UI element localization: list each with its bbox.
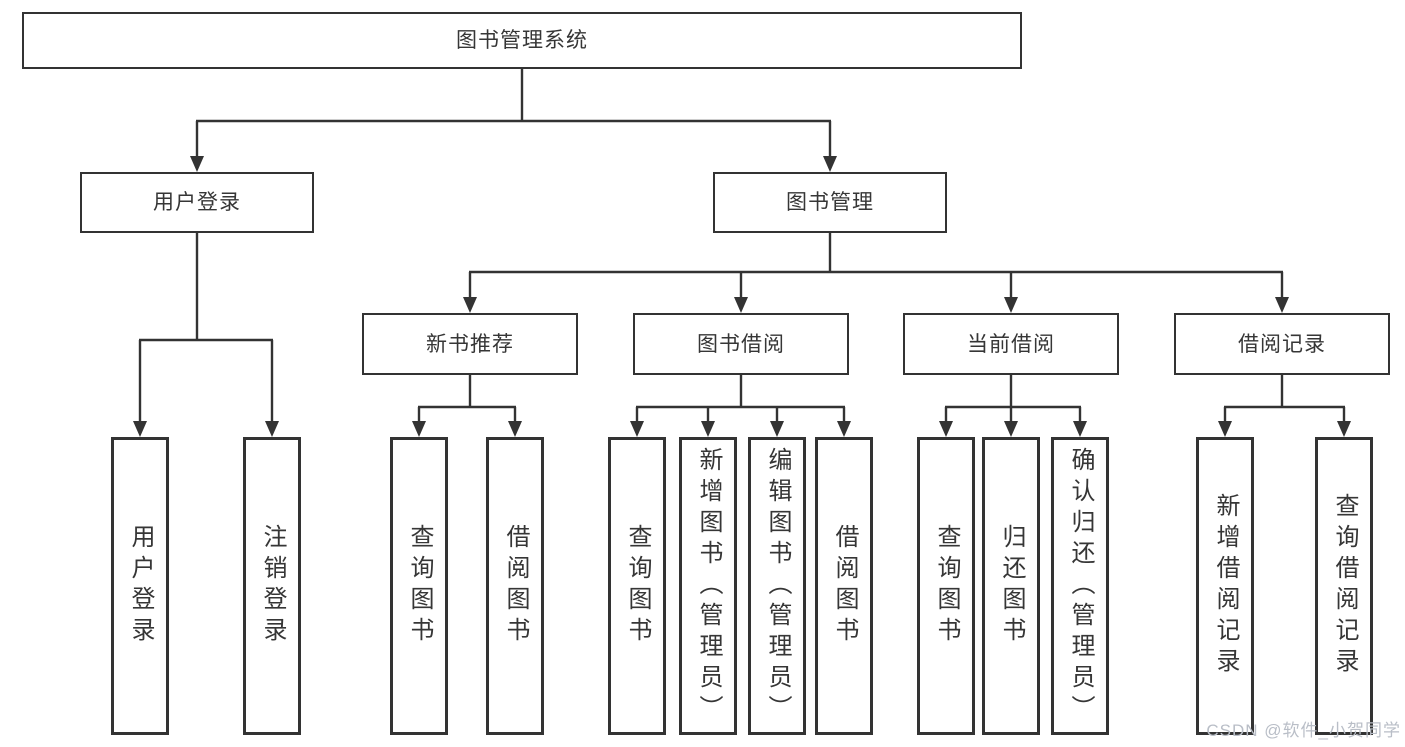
- leaf-borrow-books: 借阅图书: [815, 437, 873, 735]
- connector-root-branch: [190, 69, 837, 172]
- connector-new-book-recommend-branch: [412, 375, 522, 437]
- connector-book-management-branch: [463, 233, 1289, 313]
- leaf-confirm-return-admin: 确认归还（管理员）: [1051, 437, 1109, 735]
- node-borrow-records: 借阅记录: [1174, 313, 1390, 375]
- csdn-watermark: CSDN @软件_小贺同学: [1206, 721, 1401, 740]
- connector-borrow-records-branch: [1218, 375, 1351, 437]
- node-library-management-system: 图书管理系统: [22, 12, 1022, 69]
- leaf-query-borrow-record: 查询借阅记录: [1315, 437, 1373, 735]
- node-book-borrow: 图书借阅: [633, 313, 849, 375]
- node-book-management: 图书管理: [713, 172, 947, 233]
- leaf-user-login: 用户登录: [111, 437, 169, 735]
- node-user-login: 用户登录: [80, 172, 314, 233]
- connector-user-login-branch: [133, 233, 279, 437]
- connector-current-borrow-branch: [939, 375, 1087, 437]
- connector-book-borrow-branch: [630, 375, 851, 437]
- leaf-return-book: 归还图书: [982, 437, 1040, 735]
- node-new-book-recommend: 新书推荐: [362, 313, 578, 375]
- leaf-logout: 注销登录: [243, 437, 301, 735]
- leaf-add-borrow-record: 新增借阅记录: [1196, 437, 1254, 735]
- leaf-borrow-books-recommend: 借阅图书: [486, 437, 544, 735]
- leaf-edit-book-admin: 编辑图书（管理员）: [748, 437, 806, 735]
- node-current-borrow: 当前借阅: [903, 313, 1119, 375]
- leaf-add-book-admin: 新增图书（管理员）: [679, 437, 737, 735]
- leaf-query-books-borrow: 查询图书: [608, 437, 666, 735]
- leaf-query-books-recommend: 查询图书: [390, 437, 448, 735]
- leaf-query-books-current: 查询图书: [917, 437, 975, 735]
